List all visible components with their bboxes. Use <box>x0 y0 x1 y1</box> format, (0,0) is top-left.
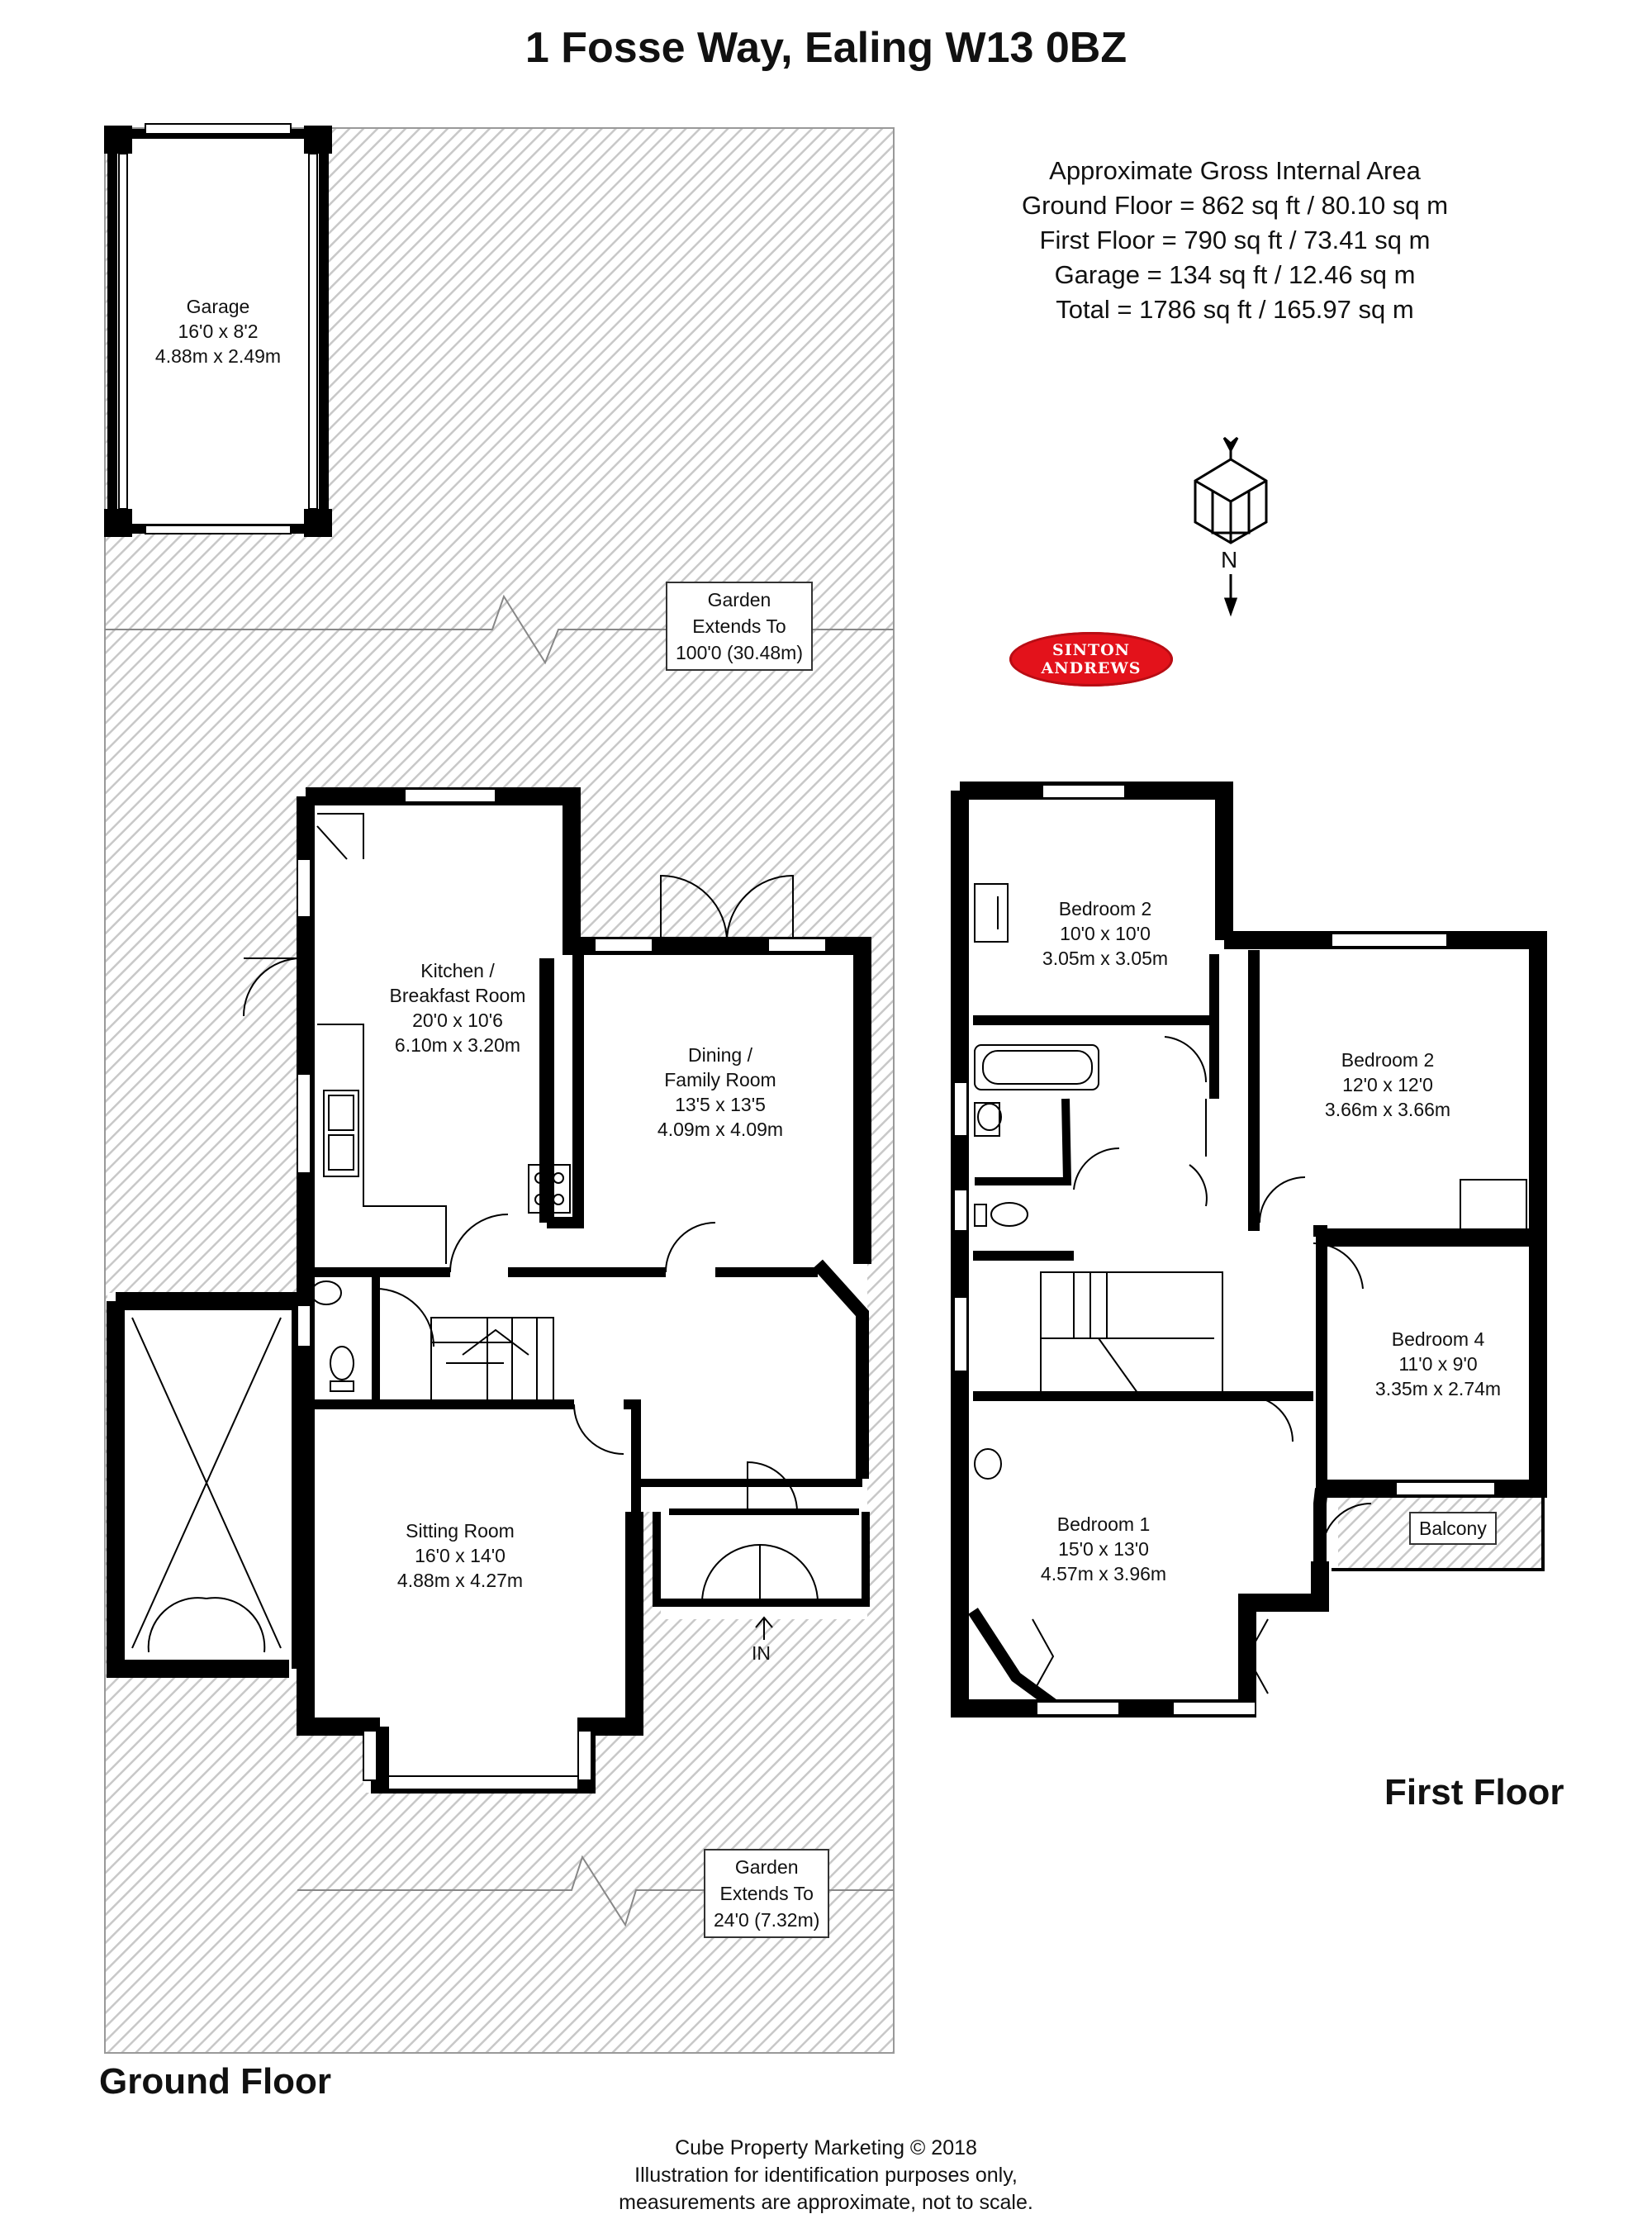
garage-building <box>104 123 332 537</box>
area-summary: Approximate Gross Internal Area Ground F… <box>975 154 1495 327</box>
compass-label: N <box>1221 547 1238 573</box>
logo-line2: ANDREWS <box>1041 659 1142 677</box>
room-bedroom-1: Bedroom 1 15'0 x 13'0 4.57m x 3.96m <box>1040 1513 1167 1584</box>
garden-front-label: Garden Extends To 24'0 (7.32m) <box>704 1849 830 1938</box>
balcony-label: Balcony <box>1409 1512 1497 1545</box>
ground-floor-fixtures <box>131 813 819 1653</box>
compass-icon <box>1194 436 1268 617</box>
ground-floor-windows <box>297 788 827 1790</box>
logo-line1: SINTON <box>1051 641 1131 659</box>
agency-logo: SINTON ANDREWS <box>1009 632 1173 687</box>
ground-floor-label: Ground Floor <box>99 2061 332 2102</box>
area-heading: Approximate Gross Internal Area <box>1049 156 1421 185</box>
ground-floor-walls <box>107 787 871 1794</box>
room-bedroom-2a: Bedroom 2 10'0 x 10'0 3.05m x 3.05m <box>1042 898 1169 969</box>
footer-credits: Cube Property Marketing © 2018 Illustrat… <box>619 2136 1033 2214</box>
entrance-label: IN <box>752 1642 771 1664</box>
first-floor-windows <box>953 784 1496 1716</box>
area-ground: Ground Floor = 862 sq ft / 80.10 sq m <box>1021 191 1449 220</box>
room-kitchen: Kitchen / Breakfast Room 20'0 x 10'6 6.1… <box>389 960 526 1056</box>
room-garage: Garage 16'0 x 8'2 4.88m x 2.49m <box>154 296 282 367</box>
room-sitting: Sitting Room 16'0 x 14'0 4.88m x 4.27m <box>396 1520 524 1591</box>
room-bedroom-4: Bedroom 4 11'0 x 9'0 3.35m x 2.74m <box>1374 1328 1502 1399</box>
page-title: 1 Fosse Way, Ealing W13 0BZ <box>525 24 1127 72</box>
area-total: Total = 1786 sq ft / 165.97 sq m <box>1056 295 1414 324</box>
room-bedroom-2b: Bedroom 2 12'0 x 12'0 3.66m x 3.66m <box>1324 1049 1451 1120</box>
first-floor-fixtures <box>974 883 1527 1694</box>
room-dining: Dining / Family Room 13'5 x 13'5 4.09m x… <box>657 1044 784 1140</box>
area-garage: Garage = 134 sq ft / 12.46 sq m <box>1054 260 1416 289</box>
garden-rear-label: Garden Extends To 100'0 (30.48m) <box>666 582 813 671</box>
area-first: First Floor = 790 sq ft / 73.41 sq m <box>1039 226 1431 254</box>
first-floor-label: First Floor <box>1384 1772 1564 1813</box>
